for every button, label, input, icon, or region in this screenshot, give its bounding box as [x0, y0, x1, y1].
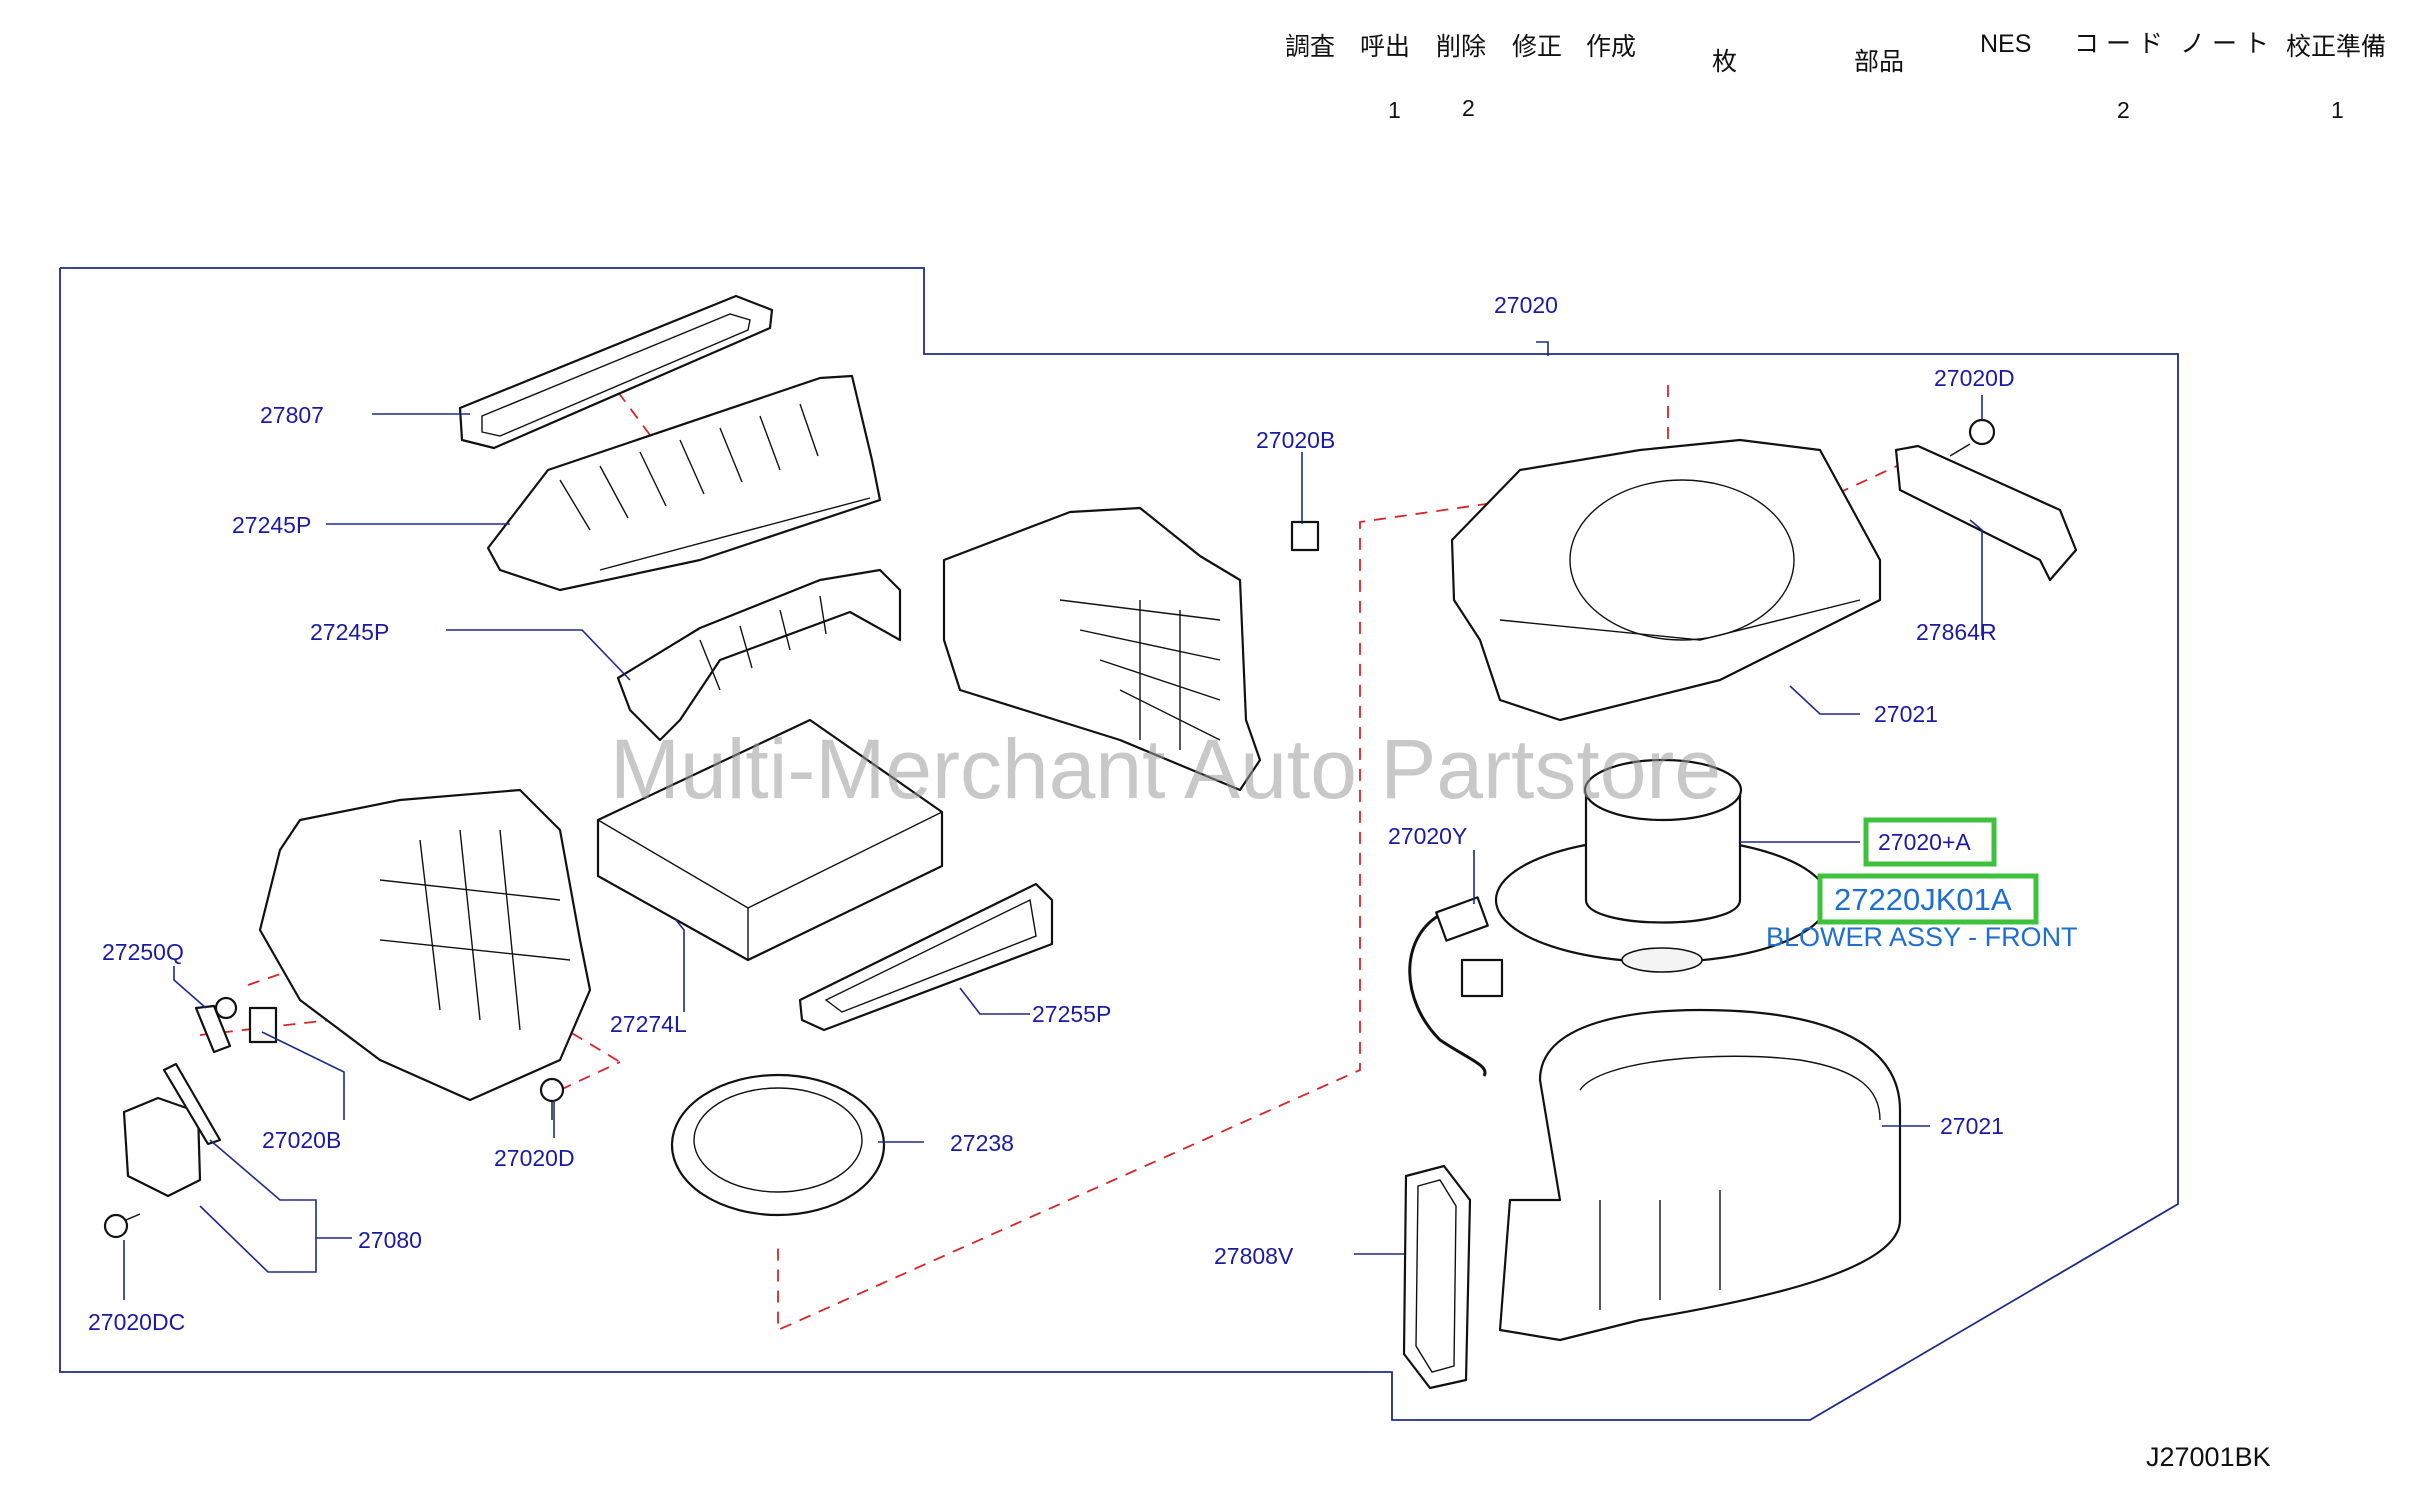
part-description: BLOWER ASSY - FRONT: [1766, 922, 2078, 952]
intake-unit-left-drawing: [258, 788, 592, 1102]
part-27250q-drawing: [194, 996, 238, 1054]
header-col-4-label: 修正: [1512, 33, 1562, 61]
watermark-text: Multi-Merchant Auto Partstore: [610, 722, 1721, 816]
callout-27021-upper[interactable]: 27021: [1874, 701, 1938, 727]
header-col-11-value: 1: [2331, 97, 2344, 123]
part-blower-motor-drawing: [1494, 758, 1830, 973]
header-col-2-label: 呼出: [1360, 33, 1410, 61]
callout-27020d-bottom[interactable]: 27020D: [494, 1145, 575, 1171]
part-27021-upper-drawing: [1450, 438, 1882, 722]
callout-27238[interactable]: 27238: [950, 1130, 1014, 1156]
header-col-8-label: NES: [1980, 30, 2031, 58]
callout-labels: 27020 27807 27245P 27245P 27020B 27020D …: [88, 292, 2015, 1335]
intake-housing-drawing: [942, 506, 1262, 792]
header-col-1-label: 調査: [1285, 33, 1335, 61]
leader-lines: [123, 341, 1983, 1300]
callout-27274l[interactable]: 27274L: [610, 1011, 687, 1037]
callout-27020b-top[interactable]: 27020B: [1256, 427, 1335, 453]
header-col-3-value: 2: [1462, 95, 1475, 121]
drawing-code: J27001BK: [2146, 1442, 2271, 1472]
callout-27021-lower[interactable]: 27021: [1940, 1113, 2004, 1139]
callout-27250q[interactable]: 27250Q: [102, 939, 184, 965]
callout-27020-plus-a[interactable]: 27020+A: [1878, 829, 1971, 855]
callout-27020-plus-a-box[interactable]: [1863, 817, 1997, 867]
part-27245p-lower-drawing: [616, 568, 902, 742]
callout-27245p-upper[interactable]: 27245P: [232, 512, 311, 538]
part-number-box[interactable]: [1817, 873, 2039, 925]
header-col-3-label: 削除: [1436, 33, 1486, 61]
header-col-6-label: 枚: [1712, 48, 1737, 76]
header-col-5-label: 作成: [1586, 33, 1636, 61]
callout-27020d-top[interactable]: 27020D: [1934, 365, 2015, 391]
part-27807-drawing: [458, 294, 774, 450]
part-27274l-drawing: [596, 718, 944, 962]
part-number-27220jk01a[interactable]: 27220JK01A: [1834, 882, 2012, 917]
callout-27080[interactable]: 27080: [358, 1227, 422, 1253]
part-27864r-drawing: [1894, 418, 2078, 582]
part-27080-drawing: [122, 1062, 222, 1198]
part-27255p-drawing: [798, 882, 1054, 1032]
header-col-7-label: 部品: [1854, 48, 1904, 76]
callout-27020dc[interactable]: 27020DC: [88, 1309, 185, 1335]
blower-highlight: 27020+A 27220JK01A BLOWER ASSY - FRONT: [1766, 817, 2078, 952]
header-col-9-value: 2: [2117, 97, 2130, 123]
callout-27255p[interactable]: 27255P: [1032, 1001, 1111, 1027]
callout-27864r[interactable]: 27864R: [1916, 619, 1997, 645]
part-27020d-bottom-drawing: [539, 1077, 565, 1120]
part-27020y-drawing: [1408, 896, 1504, 1077]
part-27020dc-drawing: [103, 1213, 141, 1239]
assembly-frame: [59, 267, 2179, 1421]
part-27808v-drawing: [1402, 1164, 1472, 1390]
part-27021-lower-drawing: [1498, 1008, 1902, 1342]
callout-27020[interactable]: 27020: [1494, 292, 1558, 318]
header-table: 調査 呼出 1 削除 2 修正 作成 枚 部品 NES コ ー ド 2 ノ ー …: [1285, 30, 2386, 123]
callout-27808v[interactable]: 27808V: [1214, 1243, 1294, 1269]
header-col-10-label: ノ ー ト: [2180, 30, 2269, 58]
callout-27245p-lower[interactable]: 27245P: [310, 619, 389, 645]
header-col-2-value: 1: [1388, 97, 1401, 123]
callout-27807[interactable]: 27807: [260, 402, 324, 428]
header-col-9-label: コ ー ド: [2074, 30, 2163, 58]
part-27020b-top-drawing: [1290, 520, 1320, 552]
header-col-11-label: 校正準備: [2286, 33, 2386, 61]
part-27245p-upper-drawing: [486, 374, 882, 592]
callout-27020y[interactable]: 27020Y: [1388, 823, 1467, 849]
callout-27020b-bottom[interactable]: 27020B: [262, 1127, 341, 1153]
part-27238-drawing: [670, 1073, 886, 1217]
